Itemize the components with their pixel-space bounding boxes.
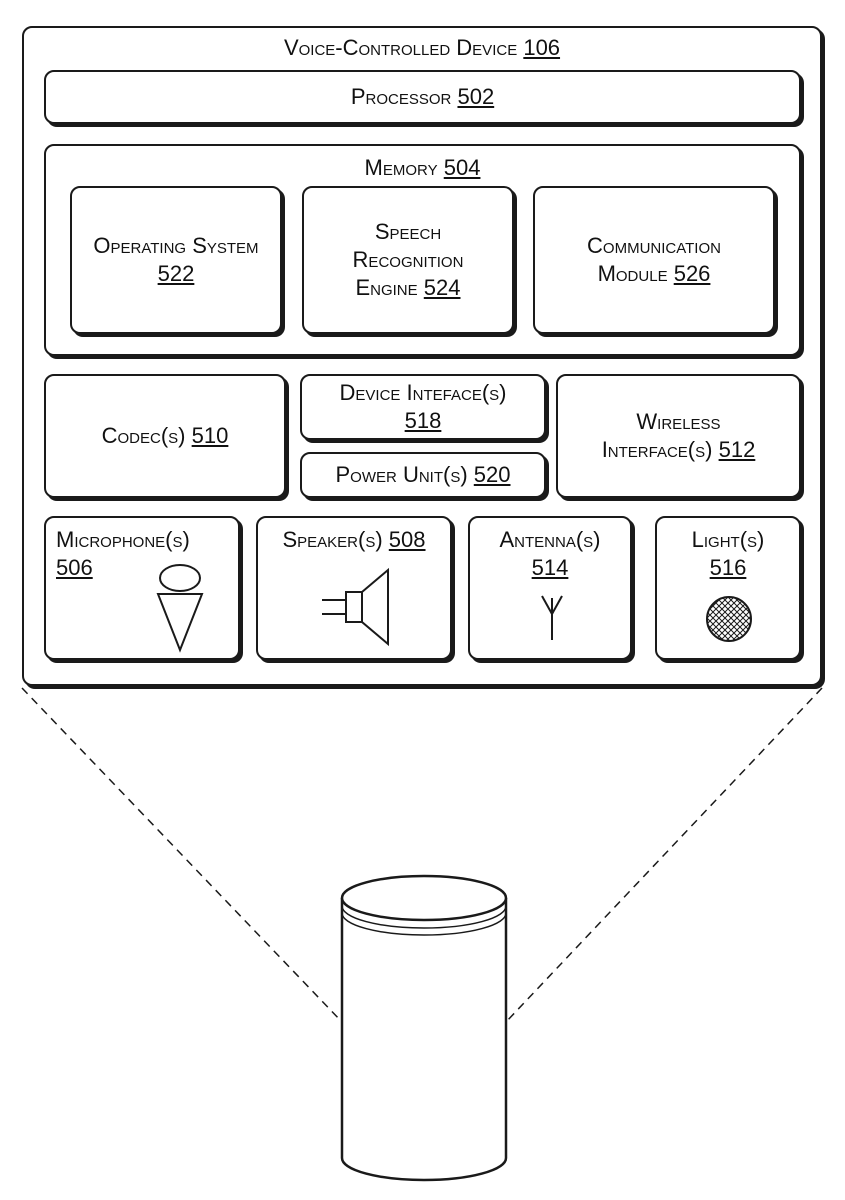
projection-line-right (505, 687, 823, 1023)
comm-ref-number: 526 (673, 261, 711, 286)
codec-ref-number: 510 (191, 423, 229, 448)
device-interface-ref-number: 518 (404, 408, 442, 433)
codec-label: Codec(s) 510 (46, 376, 284, 496)
projection-line-left (21, 687, 343, 1023)
operating-system-title: Operating System (93, 233, 259, 258)
codec-title: Codec(s) (101, 423, 186, 448)
power-unit-label: Power Unit(s) 520 (302, 454, 544, 496)
wireless-interface-label: Wireless Interface(s) 512 (558, 376, 799, 496)
processor-label: Processor 502 (46, 72, 799, 122)
memory-title: Memory (364, 155, 438, 180)
comm-line2: Module (597, 261, 668, 286)
device-ref-number: 106 (523, 35, 561, 60)
light-title: Light(s) (691, 527, 765, 552)
power-unit-box: Power Unit(s) 520 (300, 452, 546, 498)
microphone-title: Microphone(s) (56, 527, 190, 552)
microphone-icon (156, 564, 204, 653)
antenna-icon (541, 595, 563, 640)
sre-line1: Speech (374, 219, 442, 244)
speaker-box: Speaker(s) 508 (256, 516, 452, 660)
wireless-ref-number: 512 (718, 437, 756, 462)
speech-recognition-engine-label: Speech Recognition Engine 524 (304, 188, 512, 332)
speaker-title: Speaker(s) (282, 527, 383, 552)
power-unit-ref-number: 520 (473, 462, 511, 487)
light-icon (706, 596, 752, 642)
comm-line1: Communication (587, 233, 721, 258)
device-title-text: Voice-Controlled Device (283, 35, 518, 60)
operating-system-label: Operating System 522 (72, 188, 280, 332)
memory-label: Memory 504 (46, 154, 799, 182)
sre-line2: Recognition (352, 247, 464, 272)
wireless-line1: Wireless (636, 409, 721, 434)
operating-system-ref-number: 522 (157, 261, 195, 286)
wireless-line2: Interface(s) (601, 437, 713, 462)
processor-title: Processor (350, 84, 452, 109)
cylinder-device-icon (340, 874, 508, 1182)
device-interface-label: Device Inteface(s) 518 (302, 376, 544, 438)
sre-line3: Engine (355, 275, 418, 300)
communication-module-label: Communication Module 526 (535, 188, 773, 332)
speaker-icon (322, 567, 389, 647)
wireless-interface-box: Wireless Interface(s) 512 (556, 374, 801, 498)
device-interface-box: Device Inteface(s) 518 (300, 374, 546, 440)
operating-system-box: Operating System 522 (70, 186, 282, 334)
device-title: Voice-Controlled Device 106 (24, 34, 820, 62)
antenna-ref-number: 514 (531, 555, 569, 580)
speech-recognition-engine-box: Speech Recognition Engine 524 (302, 186, 514, 334)
speaker-ref-number: 508 (388, 527, 426, 552)
processor-ref-number: 502 (457, 84, 495, 109)
speaker-label: Speaker(s) 508 (258, 526, 450, 554)
power-unit-title: Power Unit(s) (335, 462, 468, 487)
codec-box: Codec(s) 510 (44, 374, 286, 498)
light-box: Light(s) 516 (655, 516, 801, 660)
microphone-box: Microphone(s) 506 (44, 516, 240, 660)
light-ref-number: 516 (709, 555, 747, 580)
antenna-box: Antenna(s) 514 (468, 516, 632, 660)
communication-module-box: Communication Module 526 (533, 186, 775, 334)
processor-box: Processor 502 (44, 70, 801, 124)
antenna-title: Antenna(s) (499, 527, 601, 552)
memory-ref-number: 504 (443, 155, 481, 180)
sre-ref-number: 524 (423, 275, 461, 300)
microphone-ref-number: 506 (56, 555, 93, 580)
device-interface-title: Device Inteface(s) (339, 380, 507, 405)
